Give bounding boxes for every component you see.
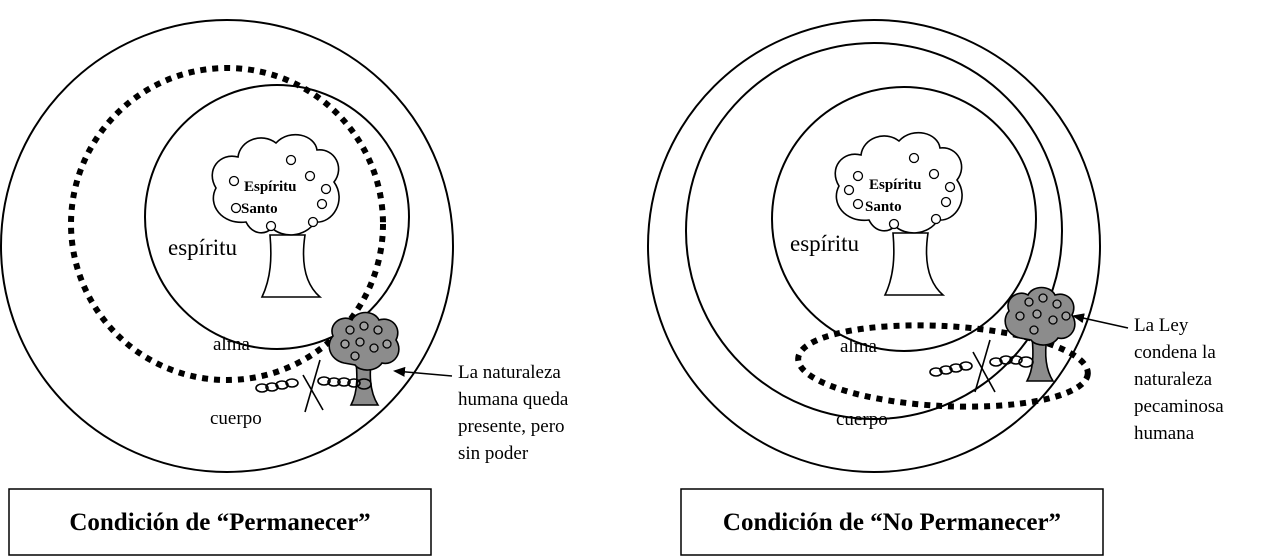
right-holy-spirit-tree-icon: Espíritu Santo xyxy=(834,131,963,296)
left-fruit-icon xyxy=(316,198,328,210)
left-note-line-4: sin poder xyxy=(458,443,529,464)
right-soul-circle xyxy=(685,42,1063,420)
left-note-line-2: humana queda xyxy=(458,389,569,410)
left-fruit-icon xyxy=(369,343,379,353)
right-fruit-icon xyxy=(1048,315,1058,325)
right-fruit-icon xyxy=(1052,299,1062,309)
left-title: Condición de “Permanecer” xyxy=(69,509,370,536)
right-fruit-icon xyxy=(843,184,855,196)
right-fruit-icon xyxy=(1032,309,1042,319)
right-note-line-5: humana xyxy=(1134,423,1195,444)
left-body-label: cuerpo xyxy=(210,408,262,429)
left-broken-chain-icon xyxy=(255,359,372,413)
left-pointer-arrow-icon xyxy=(393,366,453,377)
left-human-nature-tree-icon xyxy=(328,311,400,406)
left-fruit-icon xyxy=(340,339,350,349)
right-soul-dotted-ellipse xyxy=(795,322,1091,410)
left-fruit-icon xyxy=(359,321,369,331)
right-fruit-icon xyxy=(928,168,940,180)
right-fruit-icon xyxy=(930,213,942,225)
left-note-line-3: presente, pero xyxy=(458,416,565,437)
right-fruit-icon xyxy=(888,218,900,230)
right-spirit-circle xyxy=(771,86,1037,352)
right-spirit-label: espíritu xyxy=(790,231,859,256)
left-fruit-icon xyxy=(228,175,240,187)
right-pointer-arrow-icon xyxy=(1072,313,1129,329)
right-fruit-icon xyxy=(940,196,952,208)
right-title: Condición de “No Permanecer” xyxy=(723,509,1061,536)
left-fruit-icon xyxy=(265,220,277,232)
left-title-box xyxy=(8,488,432,556)
right-fruit-icon xyxy=(1015,311,1025,321)
left-fruit-icon xyxy=(382,339,392,349)
right-fruit-icon xyxy=(852,170,864,182)
right-fruit-icon xyxy=(852,198,864,210)
left-soul-dotted-circle xyxy=(68,65,386,383)
right-soul-label: alma xyxy=(840,336,877,357)
right-note-line-3: naturaleza xyxy=(1134,369,1213,390)
right-note-line-1: La Ley xyxy=(1134,315,1189,336)
right-fruit-icon xyxy=(1029,325,1039,335)
right-fruit-icon xyxy=(1061,311,1071,321)
left-holy-spirit-word-1: Espíritu xyxy=(244,179,297,195)
right-note-line-2: condena la xyxy=(1134,342,1216,363)
right-fruit-icon xyxy=(1024,297,1034,307)
left-fruit-icon xyxy=(355,337,365,347)
right-broken-chain-icon xyxy=(929,339,1034,393)
right-fruit-icon xyxy=(1038,293,1048,303)
left-holy-spirit-tree-icon: Espíritu Santo xyxy=(211,133,340,298)
left-diagram: Espíritu Santo espíritu xyxy=(0,19,569,556)
right-body-label: cuerpo xyxy=(836,409,888,430)
left-fruit-icon xyxy=(307,216,319,228)
left-fruit-icon xyxy=(373,325,383,335)
left-soul-label: alma xyxy=(213,334,250,355)
left-fruit-icon xyxy=(350,351,360,361)
left-fruit-icon xyxy=(320,183,332,195)
right-fruit-icon xyxy=(908,152,920,164)
left-fruit-icon xyxy=(230,202,242,214)
left-fruit-icon xyxy=(285,154,297,166)
left-holy-spirit-word-2: Santo xyxy=(241,201,278,217)
right-body-circle xyxy=(647,19,1101,473)
left-fruit-icon xyxy=(345,325,355,335)
right-holy-spirit-word-2: Santo xyxy=(865,199,902,215)
right-holy-spirit-word-1: Espíritu xyxy=(869,177,922,193)
right-fruit-icon xyxy=(944,181,956,193)
left-fruit-icon xyxy=(304,170,316,182)
right-title-box xyxy=(680,488,1104,556)
right-diagram: Espíritu Santo espíritu xyxy=(647,19,1224,556)
left-body-circle xyxy=(0,19,454,473)
left-note-line-1: La naturaleza xyxy=(458,362,561,383)
right-note-line-4: pecaminosa xyxy=(1134,396,1224,417)
left-spirit-label: espíritu xyxy=(168,235,237,260)
left-spirit-circle xyxy=(144,84,410,350)
right-human-nature-tree-icon xyxy=(1004,286,1076,382)
